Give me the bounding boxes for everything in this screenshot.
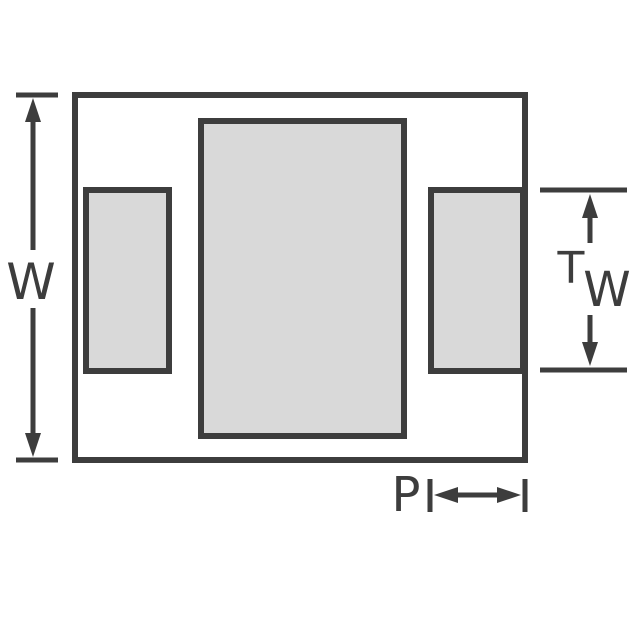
arrowhead-down-icon — [582, 342, 598, 366]
arrowhead-up-icon — [25, 98, 41, 122]
dimension-terminal-width: T W — [540, 187, 631, 373]
left-terminal-pad — [83, 187, 172, 374]
arrowhead-up-icon — [582, 194, 598, 218]
arrowhead-left-icon — [434, 487, 458, 503]
dimension-pitch: P — [392, 467, 528, 523]
center-pad — [198, 118, 407, 439]
right-terminal-pad — [428, 187, 526, 374]
arrowhead-right-icon — [497, 487, 521, 503]
dimension-p-label: P — [392, 467, 421, 523]
dimension-tw-label-t: T — [557, 243, 585, 294]
dimension-w-label: W — [6, 253, 55, 311]
arrowhead-down-icon — [25, 433, 41, 457]
dimension-tw-label-w: W — [583, 262, 630, 318]
dimension-overall-width: W — [6, 92, 58, 463]
